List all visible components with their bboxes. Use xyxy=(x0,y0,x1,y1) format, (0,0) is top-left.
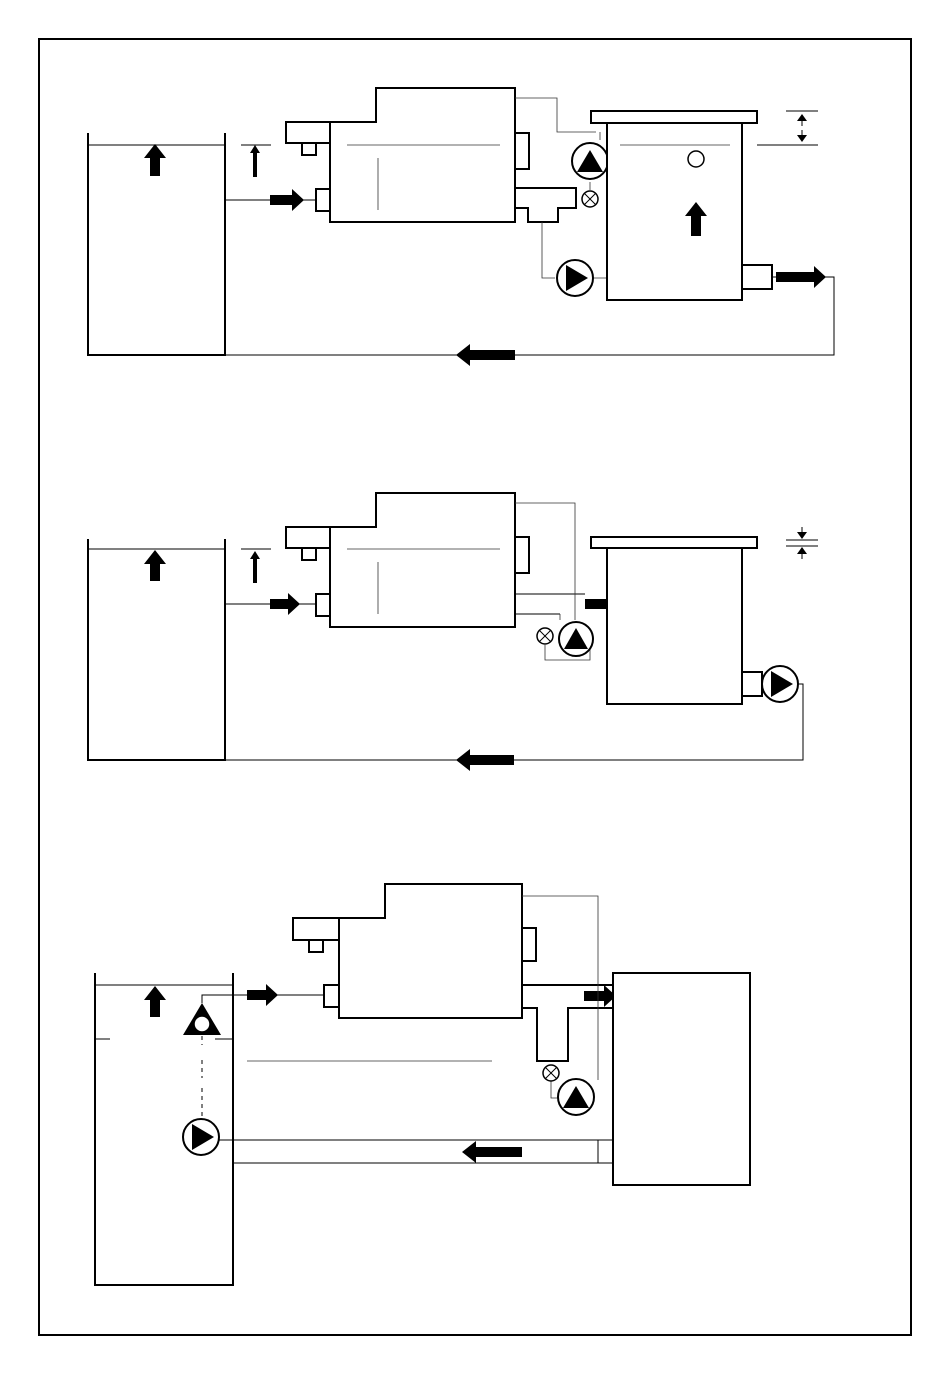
collection-tank xyxy=(591,111,772,300)
level-indicator-arrow xyxy=(241,549,271,583)
level-up-arrow xyxy=(144,144,166,176)
return-left-arrow xyxy=(462,1141,522,1163)
diagram-3 xyxy=(95,884,750,1285)
return-left-arrow xyxy=(456,749,514,771)
inlet-right-arrow xyxy=(270,593,300,615)
level-indicator-arrow xyxy=(241,145,271,177)
valve-cross-icon xyxy=(537,628,553,644)
pump-triangle-up-icon xyxy=(572,143,608,179)
level-up-arrow xyxy=(144,550,166,581)
pump-triangle-right-icon xyxy=(762,666,798,702)
collection-tank xyxy=(591,537,762,704)
valve-cross-icon xyxy=(582,191,598,207)
machine xyxy=(286,493,585,627)
pump-triangle-right-icon xyxy=(183,1119,219,1155)
diagram-1 xyxy=(88,88,834,366)
machine xyxy=(247,884,628,1061)
inlet-right-arrow xyxy=(270,189,304,211)
diagram-2 xyxy=(88,493,818,771)
collection-tank xyxy=(613,973,750,1185)
level-dimension-icon xyxy=(786,527,818,559)
return-pipe xyxy=(219,1140,613,1163)
float-circle-icon xyxy=(688,151,704,167)
pump-triangle-up-icon xyxy=(558,1079,594,1115)
valve-cross-icon xyxy=(543,1065,559,1081)
machine xyxy=(286,88,576,222)
pump-triangle-up-icon xyxy=(559,622,593,656)
float-pump-icon xyxy=(183,1003,221,1035)
pump-triangle-right-icon xyxy=(557,260,593,296)
inlet-right-arrow xyxy=(247,984,278,1006)
outlet-right-arrow xyxy=(776,266,826,288)
level-dimension-icon xyxy=(757,111,818,145)
level-up-arrow xyxy=(144,986,166,1017)
return-left-arrow xyxy=(456,344,515,366)
